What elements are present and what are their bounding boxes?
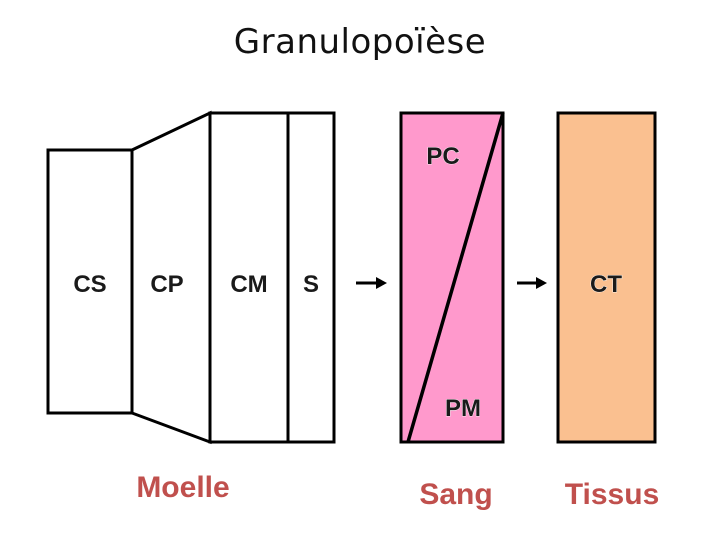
sang-region-label: Sang [419, 478, 492, 511]
diagram-title: Granulopoïèse [233, 22, 487, 62]
arrow-to-tissus [517, 277, 547, 289]
sang-diagonal-divider [406, 112, 505, 443]
tissus-region-label: Tissus [565, 478, 660, 511]
pm-label: PM [445, 395, 481, 422]
cp-label: CP [150, 271, 183, 298]
cs-compartment [46, 148, 134, 415]
pc-label: PC [426, 143, 459, 170]
cs-label: CS [73, 271, 106, 298]
arrow-to-sang [356, 277, 387, 289]
s-label: S [303, 271, 319, 298]
moelle-region-label: Moelle [136, 471, 229, 504]
cm-label: CM [230, 271, 267, 298]
s-compartment [286, 111, 336, 444]
ct-compartment [556, 111, 657, 444]
ct-label: CT [590, 271, 622, 298]
